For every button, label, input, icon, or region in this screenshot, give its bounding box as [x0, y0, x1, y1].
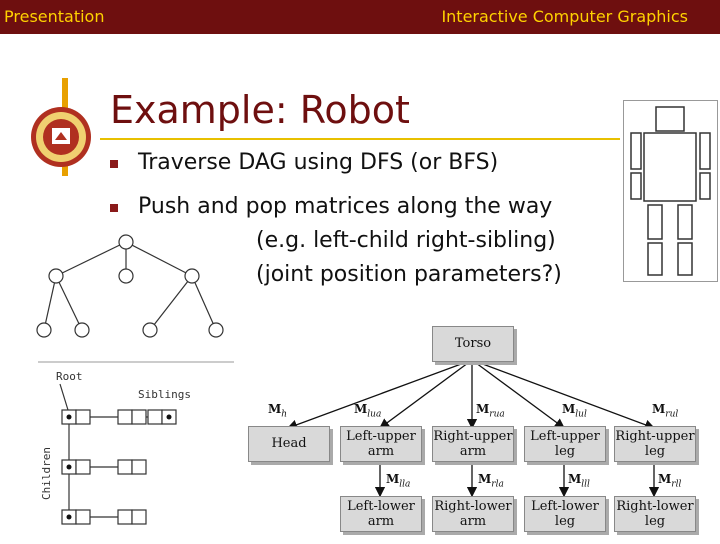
robot-figure [623, 100, 718, 282]
matrix-label: Mrul [652, 402, 679, 420]
dag-node-line: Right-lower [616, 499, 694, 514]
matrix-label: Mlll [568, 472, 590, 490]
dag-node-line: Left-upper [346, 429, 416, 444]
tree-diagram: Root Siblings Children [36, 234, 234, 525]
bullet-marker [110, 204, 118, 212]
matrix-label: Mlla [386, 472, 411, 490]
dag-node-line: leg [554, 444, 576, 459]
dag-edges [286, 359, 660, 498]
dag-node-line: Left-lower [531, 499, 599, 514]
dag-node-line: leg [554, 514, 576, 529]
children-label: Children [40, 447, 53, 500]
matrix-label: Mlua [354, 402, 382, 420]
slide-title: Example: Robot [110, 88, 410, 132]
dag-node-line: arm [367, 514, 395, 529]
matrix-label: Mlul [562, 402, 587, 420]
root-label: Root [56, 370, 83, 383]
bullet-text: Push and pop matrices along the way [138, 194, 553, 219]
header-left-label: Presentation [4, 7, 105, 26]
sub-line: (e.g. left-child right-sibling) [256, 228, 556, 253]
dag-node-line: arm [367, 444, 395, 459]
dag-node-line: leg [644, 514, 666, 529]
dag-node-line: Head [271, 436, 307, 451]
matrix-label: Mrla [478, 472, 504, 490]
title-rule [100, 138, 620, 140]
bullet-marker [110, 160, 118, 168]
sub-line: (joint position parameters?) [256, 262, 562, 287]
dag-node-torso: Torso [432, 326, 514, 362]
slide-header: Presentation Interactive Computer Graphi… [0, 0, 720, 34]
dag-node-line: Left-lower [347, 499, 415, 514]
dag-node-line: Right-upper [433, 429, 513, 444]
bullet-text: Traverse DAG using DFS (or BFS) [138, 150, 499, 175]
matrix-label: Mrua [476, 402, 505, 420]
matrix-label: Mh [268, 402, 288, 420]
dag-node-line: arm [459, 514, 487, 529]
dag-node-line: leg [644, 444, 666, 459]
university-seal-icon [31, 107, 91, 167]
dag-node-line: Right-upper [615, 429, 695, 444]
dag-node-line: Left-upper [530, 429, 600, 444]
siblings-label: Siblings [138, 388, 191, 401]
dag-node-line: arm [459, 444, 487, 459]
dag-node-line: Right-lower [434, 499, 512, 514]
header-right-label: Interactive Computer Graphics [441, 7, 688, 26]
matrix-label: Mrll [658, 472, 682, 490]
dag-node: Head [248, 426, 330, 462]
tree-figure: Root Siblings Children [34, 234, 239, 540]
